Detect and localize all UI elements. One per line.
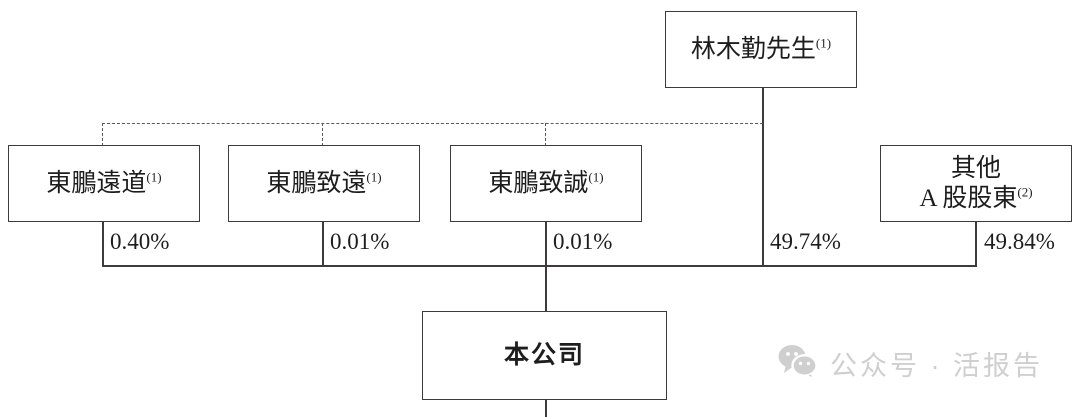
node-entity3: 東鵬致誠(1) (450, 145, 642, 222)
watermark: 公众号 · 活报告 (778, 344, 1043, 383)
node-entity2-label: 東鵬致遠(1) (266, 169, 381, 199)
node-entity3-label: 東鵬致誠(1) (488, 169, 603, 199)
node-entity2-note: (1) (366, 169, 382, 185)
watermark-text: 公众号 · 活报告 (830, 351, 1043, 381)
percentage-entity1: 0.40% (110, 229, 170, 254)
node-controller-name: 林木勤先生 (690, 35, 816, 63)
connector-other-holders-vertical (975, 222, 977, 267)
node-entity1-note: (1) (146, 169, 162, 185)
node-company: 本公司 (422, 311, 667, 400)
node-controller-label: 林木勤先生(1) (691, 35, 831, 65)
connector-dashed-horizontal (102, 123, 763, 124)
connector-dashed-drop-entity3 (545, 123, 546, 146)
node-other-holders-line2-text: A 股股東 (919, 184, 1018, 212)
node-controller-note: (1) (815, 35, 832, 51)
node-other-holders-line1: 其他 (950, 155, 1001, 182)
connector-company-bottom (545, 400, 547, 417)
connector-entity2-vertical (322, 222, 324, 267)
node-other-holders-line2: A 股股東(2) (919, 184, 1032, 214)
connector-entity1-vertical (102, 222, 104, 267)
node-other-holders: 其他 A 股股東(2) (880, 145, 1072, 222)
wechat-icon (778, 344, 818, 383)
node-controller: 林木勤先生(1) (665, 11, 857, 88)
node-entity1-label: 東鵬遠道(1) (46, 169, 161, 199)
node-other-holders-note: (2) (1017, 184, 1033, 200)
percentage-controller: 49.74% (770, 229, 841, 254)
node-entity3-name: 東鵬致誠 (488, 169, 589, 197)
node-entity1-name: 東鵬遠道 (46, 169, 147, 197)
connector-dashed-drop-entity1 (102, 123, 103, 146)
node-entity2-name: 東鵬致遠 (266, 169, 367, 197)
node-entity2: 東鵬致遠(1) (228, 145, 420, 222)
connector-busbar (102, 265, 977, 267)
node-entity1: 東鵬遠道(1) (8, 145, 200, 222)
connector-dashed-drop-entity2 (322, 123, 323, 146)
connector-entity3-vertical (545, 222, 547, 267)
percentage-entity3: 0.01% (553, 229, 613, 254)
connector-company-top (545, 265, 547, 312)
percentage-other-holders: 49.84% (984, 229, 1055, 254)
node-entity3-note: (1) (588, 169, 604, 185)
node-company-label: 本公司 (503, 341, 585, 369)
connector-controller-vertical (762, 88, 764, 267)
percentage-entity2: 0.01% (330, 229, 390, 254)
